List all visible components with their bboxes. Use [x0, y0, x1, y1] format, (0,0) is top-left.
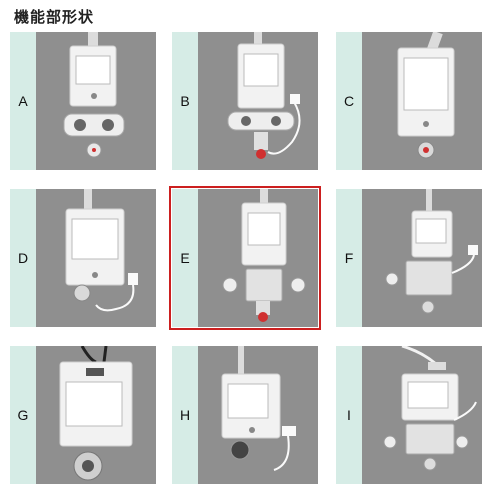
option-card-i[interactable]: I	[336, 346, 482, 484]
option-label-strip: H	[172, 346, 198, 484]
option-label: F	[344, 250, 354, 266]
option-card-e[interactable]: E	[169, 186, 321, 330]
faucet-unit-image	[227, 32, 301, 159]
option-card-h[interactable]: H	[172, 346, 318, 484]
option-card-c[interactable]: C	[336, 32, 482, 170]
product-photo	[198, 32, 318, 170]
product-photo	[362, 189, 482, 327]
product-photo	[36, 189, 156, 327]
option-label-strip: D	[10, 189, 36, 327]
faucet-unit-image	[59, 346, 133, 481]
option-card-f[interactable]: F	[336, 189, 482, 327]
option-label: H	[179, 407, 191, 423]
option-label-strip: C	[336, 32, 362, 170]
option-label-strip: A	[10, 32, 36, 170]
page-title: 機能部形状	[14, 8, 95, 26]
option-label: A	[18, 93, 28, 109]
faucet-unit-image	[397, 32, 455, 159]
product-photo	[36, 32, 156, 170]
product-photo	[198, 189, 318, 327]
option-label-strip: G	[10, 346, 36, 484]
faucet-unit-image	[385, 189, 478, 314]
faucet-unit-image	[63, 32, 125, 158]
product-photo	[198, 346, 318, 484]
faucet-unit-image	[65, 189, 138, 312]
product-photo	[36, 346, 156, 484]
option-label: E	[180, 250, 190, 266]
option-label-strip: I	[336, 346, 362, 484]
option-label-strip: E	[172, 189, 198, 327]
option-card-g[interactable]: G	[10, 346, 156, 484]
product-photo	[362, 346, 482, 484]
option-label: G	[17, 407, 29, 423]
option-label: B	[180, 93, 190, 109]
faucet-unit-image	[383, 346, 477, 471]
option-label-strip: B	[172, 32, 198, 170]
option-label-strip: F	[336, 189, 362, 327]
option-label: I	[347, 407, 351, 423]
faucet-unit-image	[221, 346, 296, 471]
option-card-d[interactable]: D	[10, 189, 156, 327]
option-label: D	[17, 250, 29, 266]
faucet-unit-image	[222, 189, 306, 322]
option-label: C	[343, 93, 355, 109]
option-card-a[interactable]: A	[10, 32, 156, 170]
option-card-b[interactable]: B	[172, 32, 318, 170]
product-photo	[362, 32, 482, 170]
